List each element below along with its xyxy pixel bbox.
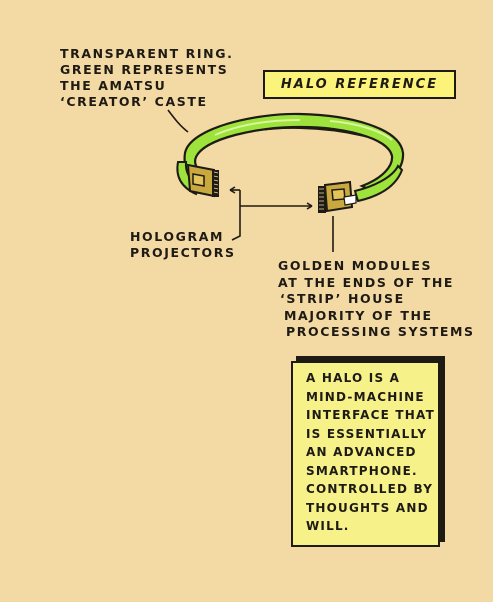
right-golden-module — [318, 180, 357, 213]
ring-note-line: Green represents — [60, 62, 229, 77]
modules-note-line: processing systems — [286, 324, 475, 339]
modules-note-line: Golden modules — [278, 258, 433, 273]
page-title: Halo Reference — [280, 77, 439, 92]
ring-note-line: the Amatsu — [60, 78, 167, 93]
modules-note-line: majority of the — [284, 307, 433, 323]
left-golden-module — [186, 163, 219, 198]
description-line: will. — [306, 519, 350, 533]
title-box: Halo Reference — [263, 70, 456, 99]
description-note: A halo is a mind-machine interface that … — [291, 361, 440, 547]
leader-lines — [167, 109, 334, 252]
description-line: thoughts and — [306, 500, 429, 515]
description-line: smartphone. — [306, 463, 418, 478]
ring-note-line: ‘Creator’ caste — [60, 94, 208, 109]
projectors-note-line: projectors — [130, 245, 236, 260]
description-line: Controlled by — [306, 482, 434, 496]
description-line: mind-machine — [306, 389, 425, 404]
description-line: A halo is a — [306, 371, 401, 385]
description-line: interface that — [306, 408, 435, 422]
projectors-note-line: Hologram — [130, 229, 225, 244]
description-line: an advanced — [306, 445, 417, 459]
projectors-note: Hologram projectors — [130, 229, 236, 261]
description-line: is essentially — [306, 426, 428, 441]
ring-note: Transparent ring. Green represents the A… — [60, 46, 233, 110]
modules-note: Golden modules at the ends of the ‘strip… — [278, 258, 475, 341]
ring-note-line: Transparent ring. — [60, 46, 234, 61]
description-text: A halo is a mind-machine interface that … — [293, 363, 438, 536]
modules-note-line: at the ends of the — [278, 274, 455, 290]
modules-note-line: ‘strip’ house — [280, 291, 405, 306]
